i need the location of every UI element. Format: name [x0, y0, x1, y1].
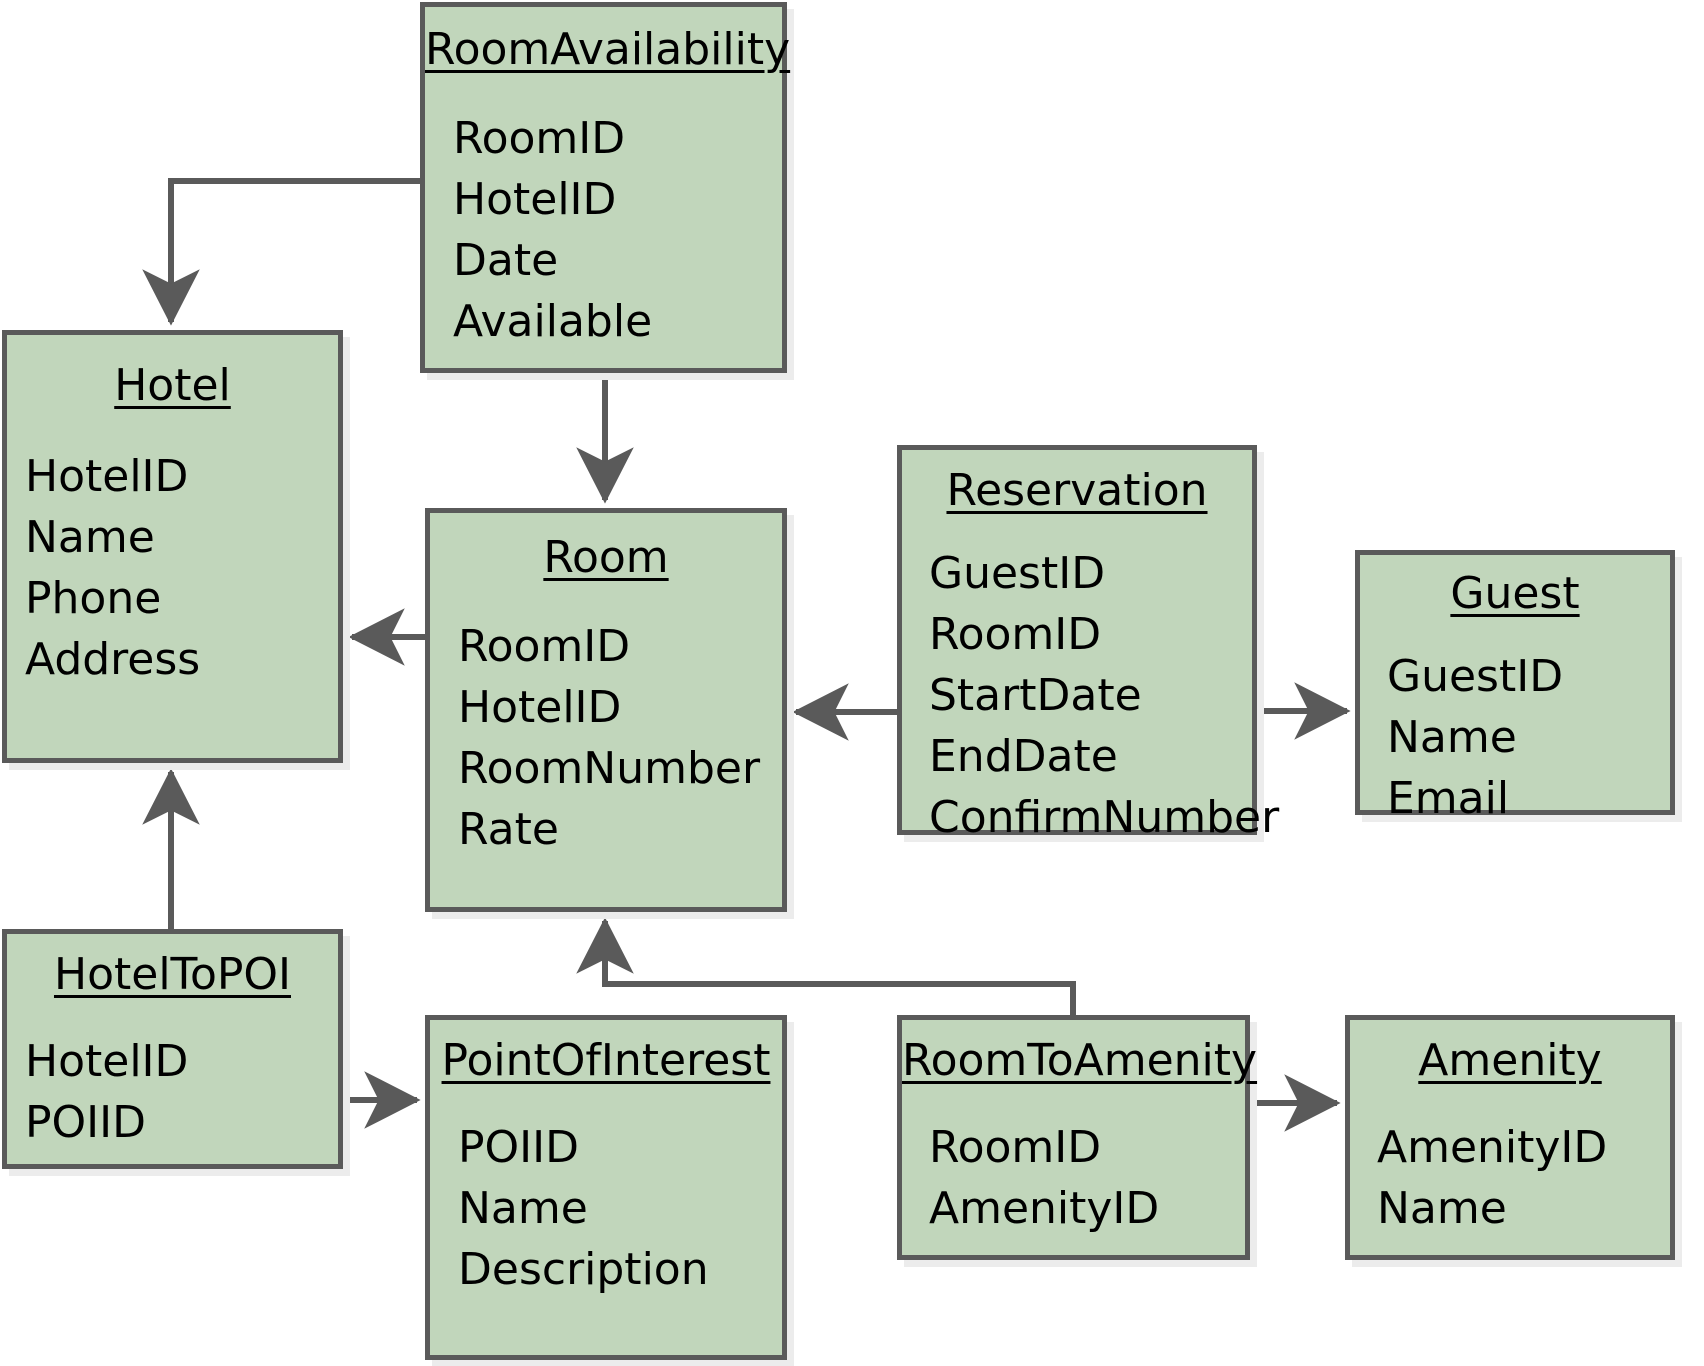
entity-pointofinterest[interactable]: PointOfInterest POIID Name Description	[425, 1015, 787, 1360]
entity-roomtoamenity[interactable]: RoomToAmenity RoomID AmenityID	[897, 1015, 1258, 1260]
attribute-item: Description	[458, 1243, 709, 1295]
attribute-item: AmenityID	[1377, 1121, 1608, 1173]
attribute-list-amenity: AmenityID Name	[1377, 1117, 1670, 1239]
attribute-item: Email	[1387, 772, 1510, 824]
entity-title-roomavailability: RoomAvailability	[425, 24, 791, 75]
attribute-item: AmenityID	[929, 1182, 1160, 1234]
attribute-item: Phone	[25, 572, 162, 624]
entity-title-room: Room	[543, 532, 669, 583]
attribute-item: POIID	[458, 1121, 579, 1173]
entity-title-pointofinterest: PointOfInterest	[441, 1035, 771, 1086]
attribute-item: RoomID	[458, 620, 631, 672]
attribute-item: EndDate	[929, 731, 1118, 783]
attribute-item: Name	[1377, 1182, 1507, 1234]
attribute-list-roomavailability: RoomID HotelID Date Available	[453, 108, 782, 353]
attribute-list-room: RoomID HotelID RoomNumber Rate	[458, 616, 782, 861]
attribute-list-reservation: GuestID RoomID StartDate EndDate Confirm…	[929, 543, 1280, 849]
attribute-item: POIID	[25, 1096, 146, 1148]
entity-guest[interactable]: Guest GuestID Name Email	[1355, 550, 1675, 824]
attribute-item: HotelID	[453, 173, 617, 225]
attribute-item: GuestID	[1387, 650, 1564, 702]
attribute-item: RoomID	[929, 608, 1102, 660]
attribute-list-roomtoamenity: RoomID AmenityID	[929, 1117, 1245, 1239]
entity-title-reservation: Reservation	[946, 465, 1208, 516]
entity-hoteltopoi[interactable]: HotelToPOI HotelID POIID	[2, 929, 343, 1169]
entity-room[interactable]: Room RoomID HotelID RoomNumber Rate	[425, 508, 787, 912]
entity-amenity[interactable]: Amenity AmenityID Name	[1345, 1015, 1675, 1260]
attribute-list-pointofinterest: POIID Name Description	[458, 1117, 782, 1300]
attribute-item: ConfirmNumber	[929, 792, 1280, 844]
entity-title-amenity: Amenity	[1418, 1035, 1602, 1086]
connector-roomavailability-to-hotel	[142, 178, 420, 326]
entity-title-hoteltopoi: HotelToPOI	[53, 949, 291, 1000]
attribute-item: Rate	[458, 804, 559, 856]
attribute-item: Address	[25, 634, 201, 686]
attribute-item: HotelID	[25, 1035, 189, 1087]
attribute-item: Name	[458, 1182, 588, 1234]
attribute-item: GuestID	[929, 547, 1106, 599]
entity-title-guest: Guest	[1450, 568, 1580, 619]
attribute-item: Name	[1387, 711, 1517, 763]
attribute-item: Name	[25, 511, 155, 563]
attribute-list-hotel: HotelID Name Phone Address	[25, 446, 338, 691]
attribute-list-hoteltopoi: HotelID POIID	[25, 1031, 338, 1153]
entity-title-hotel: Hotel	[114, 360, 231, 411]
entity-reservation[interactable]: Reservation GuestID RoomID StartDate End…	[897, 445, 1279, 843]
entity-hotel[interactable]: Hotel HotelID Name Phone Address	[2, 330, 343, 763]
attribute-item: Available	[453, 296, 653, 348]
attribute-item: HotelID	[458, 681, 622, 733]
entity-roomavailability[interactable]: RoomAvailability RoomID HotelID Date Ava…	[420, 2, 791, 373]
attribute-item: RoomNumber	[458, 742, 761, 794]
attribute-item: HotelID	[25, 450, 189, 502]
attribute-item: Date	[453, 234, 559, 286]
attribute-item: StartDate	[929, 669, 1142, 721]
attribute-item: RoomID	[453, 112, 626, 164]
connector-roomtoamenity-to-room	[576, 917, 1076, 1015]
attribute-list-guest: GuestID Name Email	[1387, 646, 1670, 829]
attribute-item: RoomID	[929, 1121, 1102, 1173]
entity-title-roomtoamenity: RoomToAmenity	[902, 1035, 1258, 1086]
